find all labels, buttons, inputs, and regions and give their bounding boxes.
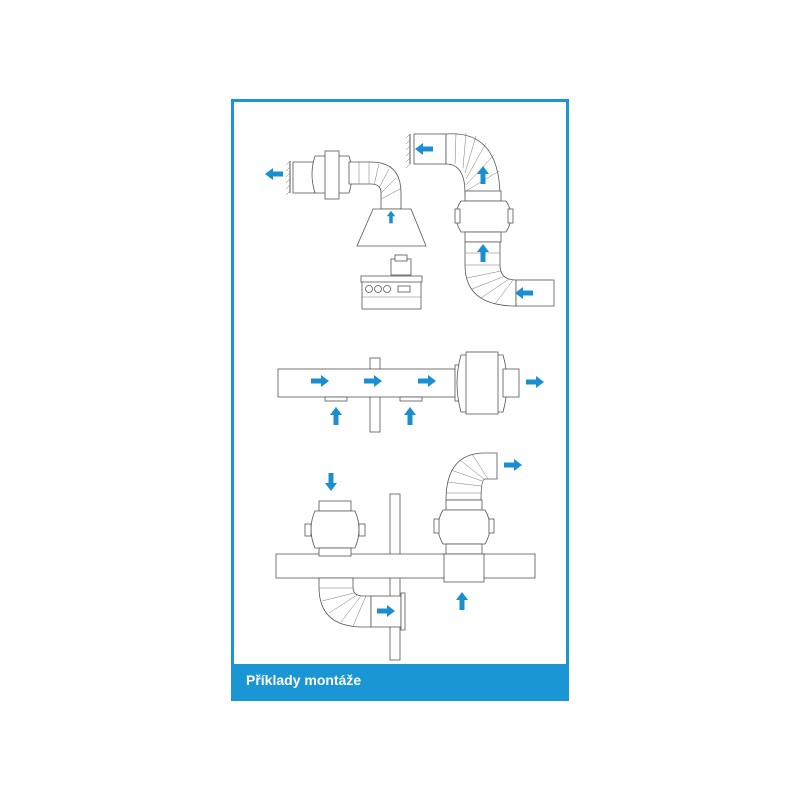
caption-bar: Příklady montáže — [234, 664, 566, 698]
kitchen-hood-diagram — [265, 150, 427, 310]
u-bend-diagram — [405, 132, 555, 307]
installation-examples-panel: Příklady montáže — [231, 99, 569, 701]
multi-inlet-duct-diagram — [277, 351, 544, 433]
caption-text: Příklady montáže — [246, 672, 362, 688]
wall-elbow-diagram — [275, 452, 536, 661]
installation-drawings — [265, 132, 555, 661]
